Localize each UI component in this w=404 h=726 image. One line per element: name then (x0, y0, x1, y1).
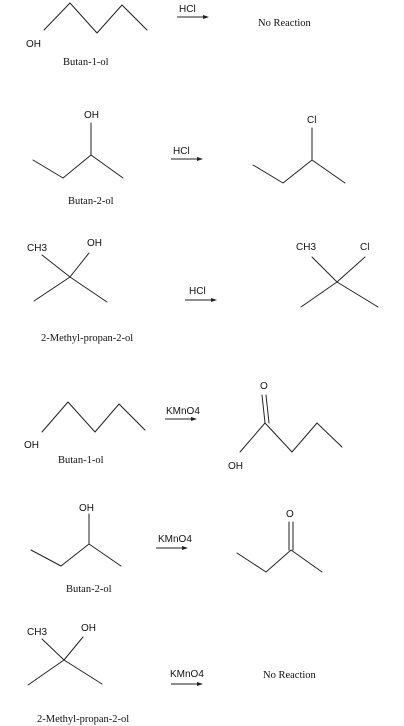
reactant-4-structure: OH (24, 401, 146, 451)
reactant-5-name: Butan-2-ol (66, 584, 112, 595)
reaction-4: OH Butan-1-ol KMnO4 O OH (24, 381, 343, 472)
product-4-structure: O OH (228, 381, 343, 472)
reaction-2-reagent: HCl (173, 146, 190, 157)
reaction-5-arrow (156, 546, 188, 550)
product-1-text: No Reaction (258, 18, 312, 29)
reactant-3-name: 2-Methyl-propan-2-ol (41, 333, 133, 344)
reaction-6-reagent: KMnO4 (170, 669, 204, 680)
product-4-label-oh: OH (228, 461, 243, 472)
reactant-1-structure: OH (26, 2, 148, 50)
reactant-6-name: 2-Methyl-propan-2-ol (37, 714, 129, 725)
product-6-text: No Reaction (263, 670, 317, 681)
product-3-label-cl: Cl (360, 242, 369, 253)
reaction-1: OH Butan-1-ol HCl No Reaction (26, 2, 312, 68)
reaction-4-reagent: KMnO4 (166, 406, 200, 417)
product-3-structure: CH3 Cl (296, 242, 379, 308)
product-3-label-ch3: CH3 (296, 242, 316, 253)
reactant-2-name: Butan-2-ol (68, 196, 114, 207)
reaction-6-arrow (171, 682, 203, 686)
reaction-5-reagent: KMnO4 (158, 534, 192, 545)
product-4-label-o: O (260, 381, 268, 392)
reaction-3: CH3 OH 2-Methyl-propan-2-ol HCl CH3 Cl (27, 238, 379, 344)
reaction-1-arrow (177, 15, 209, 19)
reactant-3-structure: CH3 OH (27, 238, 108, 303)
reactant-1-label-oh: OH (26, 39, 41, 50)
reaction-5: OH Butan-2-ol KMnO4 O (30, 503, 323, 595)
reactant-5-structure: OH (30, 503, 122, 567)
product-5-label-o: O (286, 509, 294, 520)
product-5-structure: O (236, 509, 323, 573)
reaction-6: CH3 OH 2-Methyl-propan-2-ol KMnO4 No Rea… (27, 623, 317, 725)
reaction-3-arrow (185, 298, 217, 302)
reactant-6-structure: CH3 OH (27, 623, 103, 686)
reaction-2: OH Butan-2-ol HCl Cl (32, 110, 346, 207)
reactant-4-name: Butan-1-ol (58, 455, 104, 466)
reactant-6-label-oh: OH (81, 623, 96, 634)
product-2-label-cl: Cl (307, 115, 316, 126)
reactant-2-structure: OH (32, 110, 124, 179)
reactant-5-label-oh: OH (79, 503, 94, 514)
reactant-3-label-ch3: CH3 (27, 243, 47, 254)
reactant-1-name: Butan-1-ol (63, 57, 109, 68)
reaction-1-reagent: HCl (179, 4, 196, 15)
reaction-3-reagent: HCl (189, 286, 206, 297)
reactant-3-label-oh: OH (87, 238, 102, 249)
reactant-6-label-ch3: CH3 (27, 627, 47, 638)
product-2-structure: Cl (252, 115, 346, 184)
reaction-4-arrow (165, 417, 197, 421)
reactant-2-label-oh: OH (84, 110, 99, 121)
reaction-2-arrow (171, 157, 203, 161)
reactant-4-label-oh: OH (24, 440, 39, 451)
